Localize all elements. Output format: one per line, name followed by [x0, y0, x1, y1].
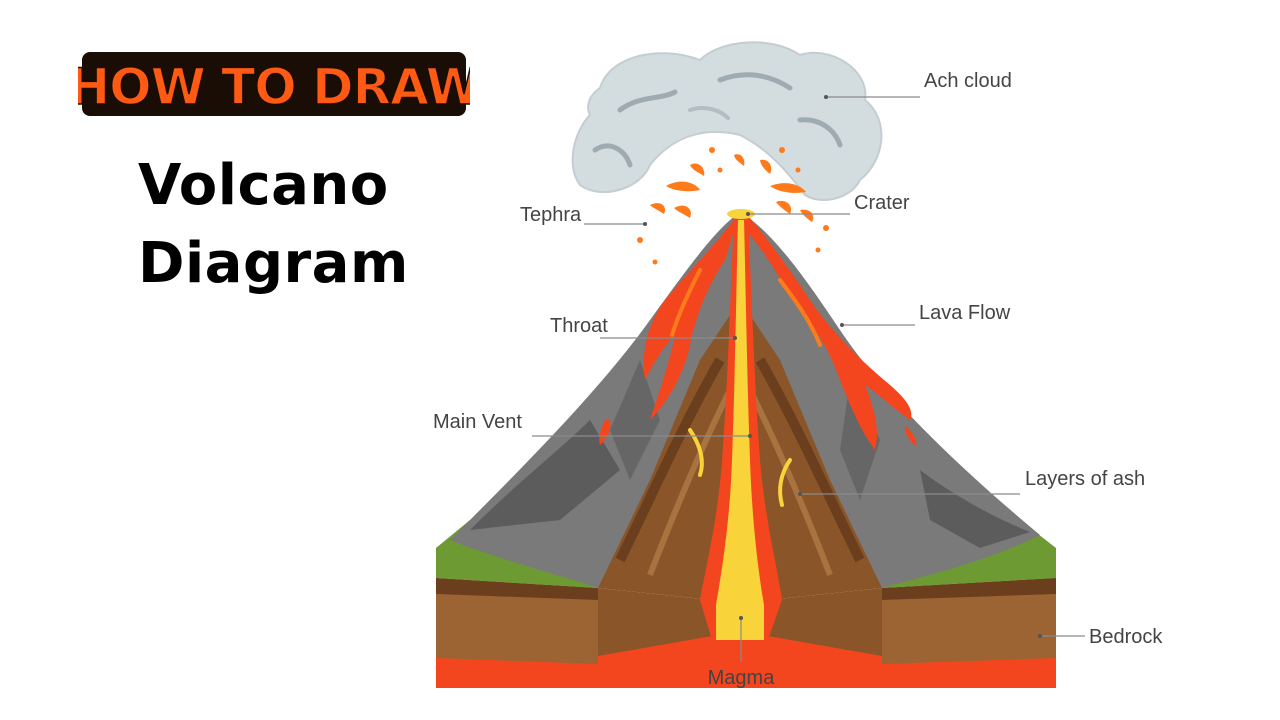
logo-text: HOW TO DRAW	[78, 58, 470, 116]
logo-backdrop	[82, 52, 466, 116]
ash-cloud	[571, 41, 883, 201]
how-to-draw-logo: HOW TO DRAW	[78, 44, 470, 124]
tephra-splashes	[637, 147, 829, 265]
label-magma: Magma	[708, 667, 776, 689]
label-lava-flow: Lava Flow	[919, 302, 1011, 324]
label-ash-cloud: Ach cloud	[924, 70, 1012, 92]
lava-flows	[599, 212, 917, 450]
label-layers-of-ash: Layers of ash	[1025, 468, 1145, 490]
label-main-vent: Main Vent	[433, 411, 522, 433]
page-title-line-1: Volcano	[138, 153, 389, 218]
label-tephra: Tephra	[520, 204, 582, 226]
label-throat: Throat	[550, 315, 608, 337]
crater	[727, 209, 755, 219]
main-conduit	[688, 218, 792, 640]
leader-lines	[532, 96, 1085, 662]
label-crater: Crater	[854, 192, 910, 214]
page-title-line-2: Diagram	[138, 231, 409, 296]
label-bedrock: Bedrock	[1089, 626, 1163, 648]
ground-block	[436, 578, 1056, 688]
leader-dots	[643, 95, 1042, 638]
